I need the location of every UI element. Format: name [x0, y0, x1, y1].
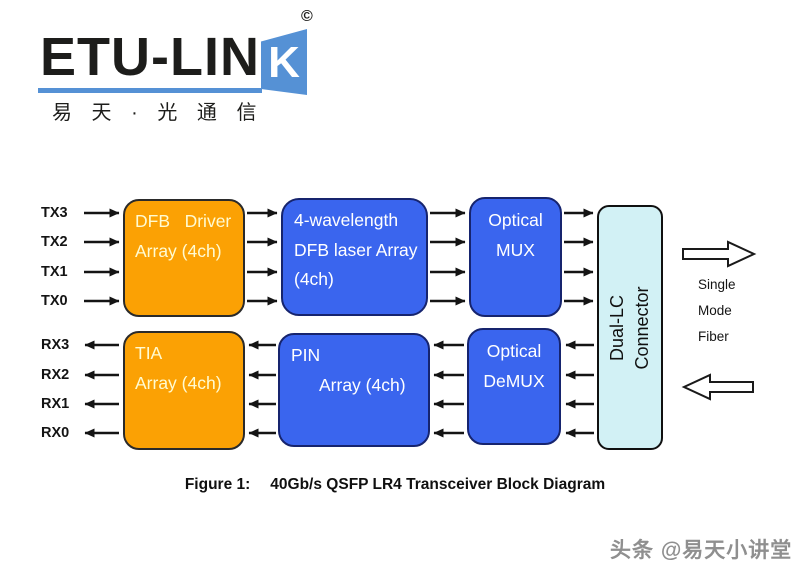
copyright-icon: ©	[301, 8, 313, 25]
block-text: MUX	[496, 239, 535, 260]
block-text: Array (4ch)	[135, 372, 222, 393]
logo-tagline: 易 天 · 光 通 信	[52, 102, 264, 124]
figure-caption-label: Figure 1:	[184, 476, 251, 493]
block-text: Array (4ch)	[319, 374, 406, 395]
dual-lc-label: Dual-LC Connector	[605, 228, 655, 428]
logo-k-flag: K	[261, 29, 307, 95]
block-text: DeMUX	[483, 370, 545, 391]
tx1-label: TX1	[41, 264, 68, 280]
block-text: Optical	[488, 210, 543, 230]
toutiao-watermark: 头条 @易天小讲堂	[610, 539, 793, 562]
rx2-label: RX2	[41, 367, 70, 383]
fiber-label-single: Single	[698, 277, 736, 292]
figure-caption: Figure 1: 40Gb/s QSFP LR4 Transceiver Blo…	[0, 476, 790, 494]
tx2-label: TX2	[41, 234, 68, 250]
dual-lc-connector-block: Dual-LC Connector	[597, 205, 663, 450]
block-text: DFB laser Array	[294, 239, 418, 260]
block-text: PIN	[291, 345, 321, 365]
optical-mux-block: Optical MUX	[469, 197, 562, 317]
dfb-driver-array-block: DFB Driver Array (4ch)	[123, 199, 245, 317]
block-text: Connector	[632, 285, 652, 370]
logo-underline	[38, 88, 262, 93]
fiber-label-mode: Mode	[698, 303, 732, 318]
rx3-label: RX3	[41, 337, 70, 353]
block-text: DFB Driver	[135, 211, 232, 231]
tx0-label: TX0	[41, 293, 68, 309]
optical-demux-block: Optical DeMUX	[467, 328, 561, 445]
block-text: Dual-LC	[607, 294, 627, 361]
block-text: 4-wavelength	[294, 210, 399, 230]
block-text: Optical	[486, 341, 542, 361]
tia-array-block: TIA Array (4ch)	[123, 331, 245, 450]
tx3-label: TX3	[41, 205, 68, 221]
figure-caption-title: 40Gb/s QSFP LR4 Transceiver Block Diagra…	[270, 476, 606, 493]
dfb-laser-array-block: 4-wavelength DFB laser Array (4ch)	[281, 198, 428, 316]
block-text: Array (4ch)	[135, 240, 222, 261]
rx1-label: RX1	[41, 396, 70, 412]
logo-wordmark: ETU-LIN	[40, 27, 260, 87]
rx0-label: RX0	[41, 425, 70, 441]
fiber-out-arrow-icon	[682, 240, 757, 268]
block-text: (4ch)	[294, 269, 334, 289]
pin-array-block: PIN Array (4ch)	[278, 333, 430, 447]
block-text: TIA	[135, 343, 163, 363]
fiber-in-arrow-icon	[681, 373, 754, 401]
fiber-label-fiber: Fiber	[698, 329, 729, 344]
logo-k-letter: K	[268, 38, 300, 87]
